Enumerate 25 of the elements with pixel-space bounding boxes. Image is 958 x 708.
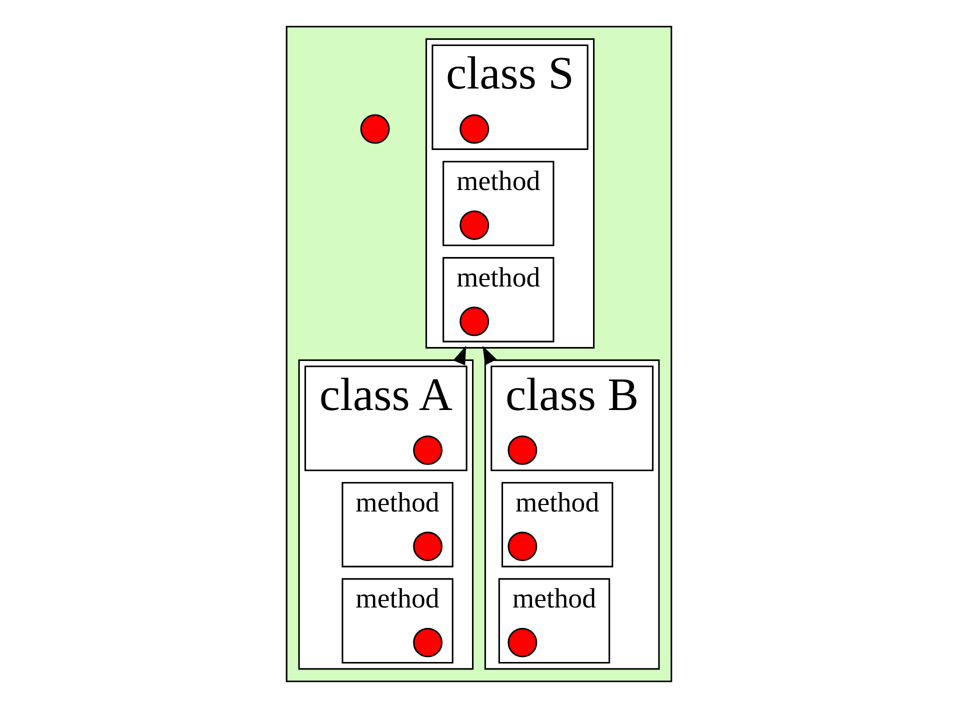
cluster bbox=[425, 38, 595, 349]
cluster: method bbox=[498, 578, 610, 664]
cluster: class S bbox=[432, 44, 588, 150]
arrow bbox=[482, 346, 497, 366]
cluster: class B bbox=[490, 366, 654, 472]
node-circle bbox=[508, 532, 538, 562]
cluster bbox=[298, 359, 474, 670]
node-circle bbox=[413, 435, 443, 465]
node-circle bbox=[460, 210, 490, 240]
cluster bbox=[484, 359, 660, 670]
cluster: method bbox=[342, 482, 454, 568]
cluster bbox=[286, 26, 672, 682]
node-circle bbox=[413, 532, 443, 562]
node-circle bbox=[360, 114, 390, 144]
cluster: method bbox=[442, 160, 554, 246]
node-circle bbox=[508, 628, 538, 658]
arrow bbox=[453, 346, 466, 366]
cluster: method bbox=[342, 578, 454, 664]
node-circle bbox=[460, 306, 490, 336]
cluster: class A bbox=[304, 366, 468, 472]
node-circle bbox=[508, 435, 538, 465]
node-circle bbox=[460, 114, 490, 144]
node-circle bbox=[413, 628, 443, 658]
cluster: method bbox=[502, 482, 614, 568]
cluster: method bbox=[442, 257, 554, 342]
